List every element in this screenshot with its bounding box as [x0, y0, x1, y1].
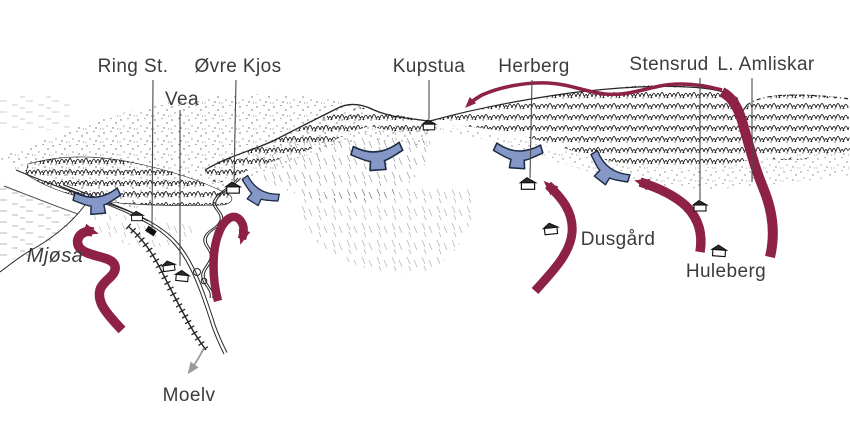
tree-mark [200, 277, 208, 285]
label-moelv: Moelv [163, 385, 216, 406]
shoreline-inlet [0, 204, 86, 273]
house-icon-vea [174, 269, 191, 283]
label-mjosa: Mjøsa [27, 245, 83, 267]
label-stensrud: Stensrud [629, 54, 708, 75]
terrain [0, 85, 850, 355]
field-hatching-2 [300, 185, 473, 275]
house-icon-herberg [519, 177, 537, 190]
leader-line-ovre-kjos [233, 79, 237, 182]
attack-arrow-l-amliskar [719, 87, 778, 259]
east-ridge-slope [434, 126, 850, 189]
attack-arrow-dusgard [531, 180, 577, 295]
label-vea: Vea [165, 89, 199, 110]
station-mark [145, 225, 157, 237]
tree-mark [193, 268, 201, 276]
leader-lines [151, 78, 753, 266]
leader-line-ring-st [151, 79, 154, 230]
shoreline-2 [3, 185, 79, 215]
lake-texture [0, 178, 80, 262]
label-ovre-kjos: Øvre Kjos [194, 56, 281, 77]
attack-arrow-mjosa-shore [72, 223, 126, 334]
leader-line-herberg [529, 79, 533, 179]
field-hatching-1 [250, 128, 431, 204]
attack-arrow-ridge-top [465, 81, 723, 108]
far-lake-texture [0, 96, 70, 130]
label-huleberg: Huleberg [686, 261, 766, 282]
shore-road [59, 184, 228, 355]
label-kupstua: Kupstua [393, 56, 466, 77]
attack-arrows [72, 81, 778, 334]
house-icon-dusgard [542, 221, 560, 236]
house-icon-stensrud [692, 199, 708, 212]
label-herberg: Herberg [498, 56, 569, 77]
attack-arrow-ovre-kjos-hook [209, 212, 251, 303]
railway [125, 223, 209, 353]
labels: Ring St. Vea Øvre Kjos Kupstua Herberg S… [27, 54, 815, 406]
attack-arrow-huleberg [634, 177, 706, 253]
house-icon-vea-lower [160, 259, 177, 273]
moelv-direction-arrow [187, 347, 205, 375]
label-dusgard: Dusgård [581, 229, 656, 250]
label-ring-st: Ring St. [98, 56, 169, 77]
house-icon-huleberg [710, 244, 728, 258]
label-l-amliskar: L. Amliskar [717, 54, 815, 75]
